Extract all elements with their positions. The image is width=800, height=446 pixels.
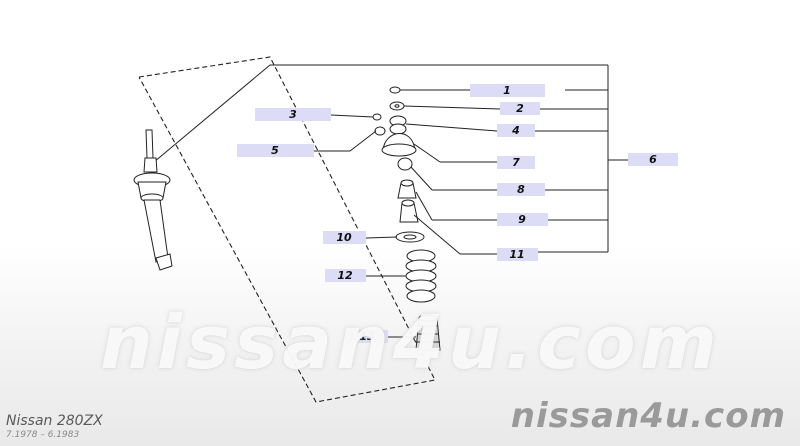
callout-11[interactable]: 11 <box>497 248 538 261</box>
callout-8[interactable]: 8 <box>497 183 545 196</box>
strut-assembly-illustration <box>133 64 271 271</box>
callout-label: 9 <box>518 213 526 226</box>
callout-10[interactable]: 10 <box>323 231 366 244</box>
callout-label: 1 <box>503 84 511 97</box>
callout-9[interactable]: 9 <box>497 213 548 226</box>
corner-watermark-logo[interactable]: nissan4u.com <box>510 396 786 436</box>
callout-label: 2 <box>516 102 524 115</box>
model-years: 7.1978 – 6.1983 <box>6 430 80 440</box>
callout-label: 11 <box>509 248 524 261</box>
leader-lines <box>314 89 501 338</box>
callout-1[interactable]: 1 <box>470 84 545 97</box>
callout-label: 12 <box>337 269 353 282</box>
callout-6[interactable]: 6 <box>628 153 678 166</box>
callout-12[interactable]: 12 <box>325 269 366 282</box>
callout-2[interactable]: 2 <box>500 102 540 115</box>
callout-3[interactable]: 3 <box>255 108 331 121</box>
exploded-view-enclosure <box>138 56 436 403</box>
marker-dot <box>716 424 720 428</box>
callout-7[interactable]: 7 <box>497 156 535 169</box>
callout-5[interactable]: 5 <box>237 144 314 157</box>
callout-label: 6 <box>649 153 657 166</box>
callout-label: 5 <box>271 144 279 157</box>
mount-parts-illustration <box>372 86 441 351</box>
callout-13[interactable]: 13 <box>346 330 388 343</box>
callout-label: 10 <box>336 231 352 244</box>
callout-label: 7 <box>512 156 520 169</box>
callout-label: 8 <box>517 183 525 196</box>
model-name: Nissan 280ZX <box>6 413 103 429</box>
callout-label: 13 <box>359 330 375 343</box>
callout-4[interactable]: 4 <box>497 124 535 137</box>
callout-label: 3 <box>289 108 297 121</box>
callout-label: 4 <box>511 124 520 137</box>
group-6-bracket <box>270 64 628 253</box>
